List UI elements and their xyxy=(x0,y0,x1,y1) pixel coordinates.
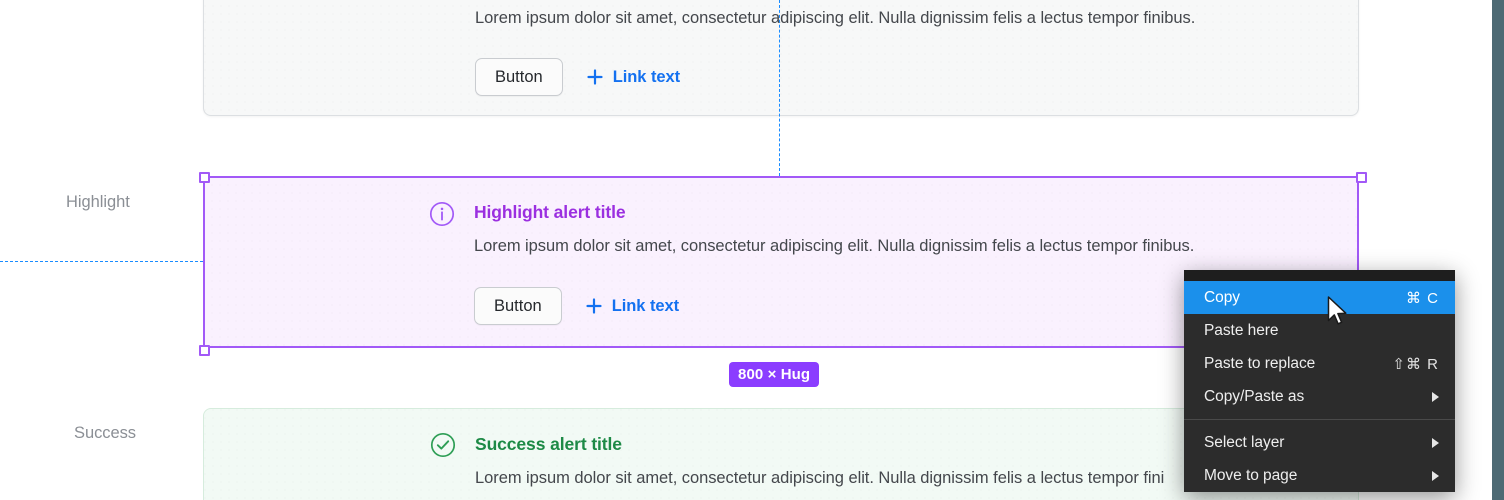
alert-card-success[interactable]: Success alert title Lorem ipsum dolor si… xyxy=(203,408,1359,500)
size-badge: 800 × Hug xyxy=(729,362,820,387)
context-menu-item-label: Copy/Paste as xyxy=(1204,387,1305,405)
alert-card-neutral[interactable]: Lorem ipsum dolor sit amet, consectetur … xyxy=(203,0,1359,116)
context-menu-item-paste-here[interactable]: Paste here xyxy=(1184,314,1455,347)
alert-highlight-link[interactable]: Link text xyxy=(585,297,679,316)
alert-neutral-content: Lorem ipsum dolor sit amet, consectetur … xyxy=(204,0,1358,115)
check-circle-icon xyxy=(430,432,456,458)
context-menu-separator xyxy=(1184,419,1455,420)
alert-success-body: Lorem ipsum dolor sit amet, consectetur … xyxy=(475,469,1165,487)
right-edge-strip xyxy=(1492,0,1504,500)
alert-success-content: Success alert title Lorem ipsum dolor si… xyxy=(204,409,1358,500)
row-label-highlight: Highlight xyxy=(66,193,130,211)
row-label-success: Success xyxy=(74,424,137,442)
alert-highlight-actions: Button Link text xyxy=(474,287,679,325)
alert-highlight-button[interactable]: Button xyxy=(474,287,562,325)
alert-success-title: Success alert title xyxy=(475,434,622,454)
context-menu-item-label: Select layer xyxy=(1204,433,1285,451)
alert-neutral-button[interactable]: Button xyxy=(475,58,563,96)
context-menu-item-move-to-page[interactable]: Move to page xyxy=(1184,459,1455,492)
plus-icon xyxy=(586,68,604,86)
horizontal-alignment-guide xyxy=(0,261,203,262)
context-menu-item-copy-paste-as[interactable]: Copy/Paste as xyxy=(1184,380,1455,413)
context-menu-item-label: Copy xyxy=(1204,288,1240,306)
context-menu-item-label: Move to page xyxy=(1204,466,1298,484)
alert-highlight-title: Highlight alert title xyxy=(474,202,626,222)
alert-neutral-actions: Button Link text xyxy=(475,58,680,96)
context-menu-item-label: Paste to replace xyxy=(1204,354,1316,372)
alert-highlight-body: Lorem ipsum dolor sit amet, consectetur … xyxy=(474,237,1195,255)
alert-highlight-content: Highlight alert title Lorem ipsum dolor … xyxy=(203,176,1359,348)
context-menu-cap xyxy=(1184,270,1455,281)
vertical-alignment-guide xyxy=(779,0,780,176)
chevron-right-icon xyxy=(1432,391,1439,402)
chevron-right-icon xyxy=(1432,470,1439,481)
context-menu[interactable]: Copy ⌘ C Paste here Paste to replace ⇧⌘ … xyxy=(1184,270,1455,492)
alert-card-highlight[interactable]: Highlight alert title Lorem ipsum dolor … xyxy=(203,176,1359,348)
alert-neutral-link-label: Link text xyxy=(612,67,681,86)
context-menu-item-shortcut: ⇧⌘ R xyxy=(1392,355,1439,373)
plus-icon xyxy=(585,297,603,315)
alert-neutral-body: Lorem ipsum dolor sit amet, consectetur … xyxy=(475,9,1196,27)
info-circle-icon xyxy=(429,201,455,227)
context-menu-item-select-layer[interactable]: Select layer xyxy=(1184,426,1455,459)
alert-neutral-link[interactable]: Link text xyxy=(586,68,680,87)
context-menu-item-paste-to-replace[interactable]: Paste to replace ⇧⌘ R xyxy=(1184,347,1455,380)
context-menu-item-shortcut: ⌘ C xyxy=(1406,289,1439,307)
context-menu-item-copy[interactable]: Copy ⌘ C xyxy=(1184,281,1455,314)
chevron-right-icon xyxy=(1432,437,1439,448)
alert-highlight-link-label: Link text xyxy=(611,296,680,315)
context-menu-item-label: Paste here xyxy=(1204,321,1279,339)
